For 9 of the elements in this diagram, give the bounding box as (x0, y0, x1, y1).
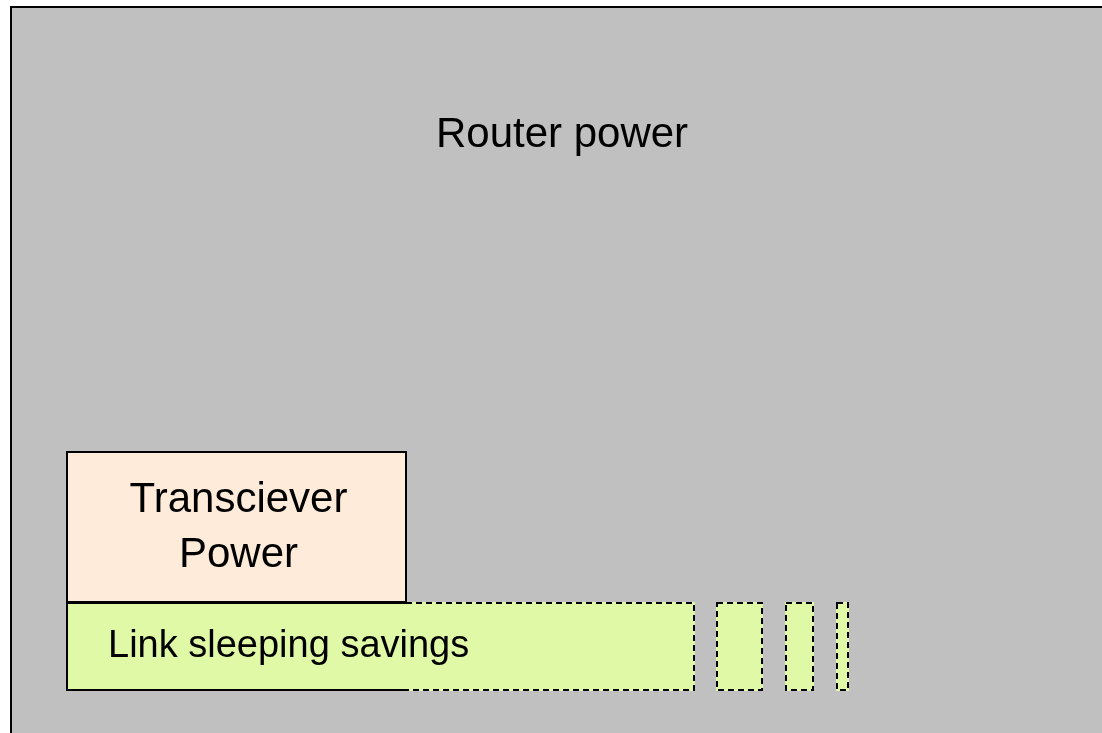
savings-segment (785, 602, 814, 691)
power-box (66, 451, 407, 603)
bar-label: Link sleeping savings (108, 622, 471, 667)
box-title: Router power (434, 108, 690, 158)
container-box (10, 6, 1102, 733)
savings-bar (66, 602, 695, 691)
savings-segment (836, 602, 849, 691)
savings-segment (716, 602, 763, 691)
box-label: Transciever Power (128, 473, 349, 578)
